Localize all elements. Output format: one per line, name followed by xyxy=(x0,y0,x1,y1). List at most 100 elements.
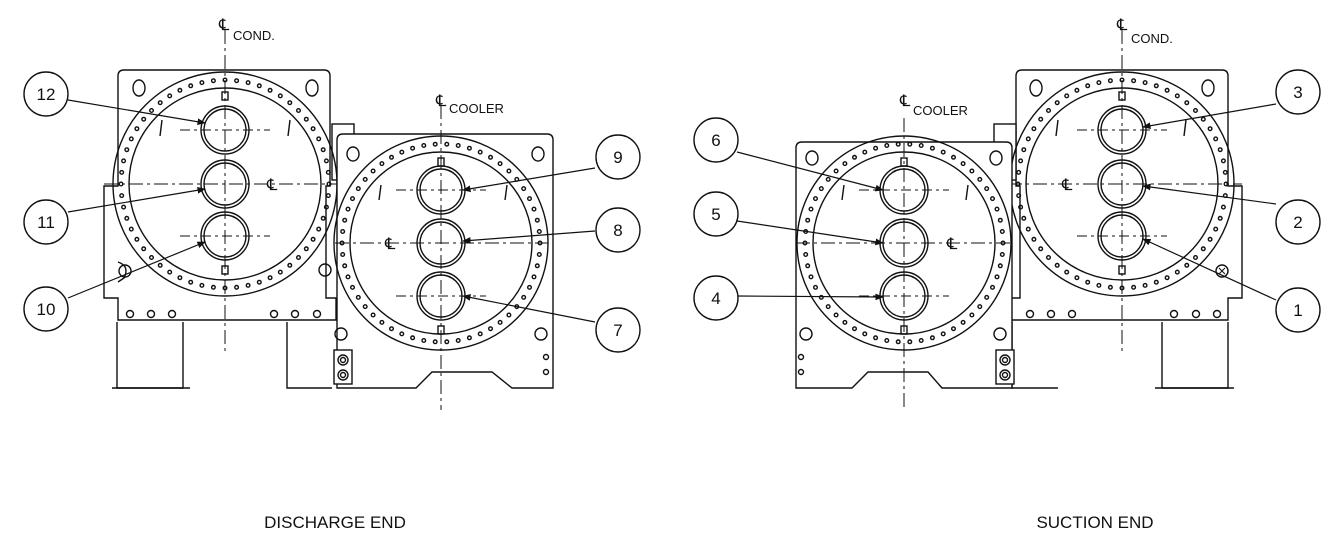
bolt-hole xyxy=(521,294,527,300)
svg-text:8: 8 xyxy=(613,221,622,240)
bolt-hole xyxy=(167,269,173,275)
bolt-hole xyxy=(1217,147,1223,153)
bolt-hole xyxy=(148,254,154,260)
centerline-symbol: ℄ xyxy=(899,93,911,110)
callout-3: 3 xyxy=(1275,69,1321,115)
bolt-hole xyxy=(1031,126,1037,132)
bolt-hole xyxy=(1018,204,1024,210)
bolt-hole xyxy=(895,141,901,147)
suction-end-caption: SUCTION END xyxy=(1036,513,1153,532)
bolt-hole xyxy=(918,142,924,148)
bolt-hole xyxy=(951,326,957,332)
bolt-hole xyxy=(1131,78,1137,84)
bolt-hole xyxy=(862,331,868,337)
bolt-hole xyxy=(444,141,450,147)
bolt-hole xyxy=(316,226,322,232)
bolt-hole xyxy=(813,196,819,202)
bolt-hole xyxy=(119,193,125,199)
bolt-hole xyxy=(984,186,990,192)
bolt-hole xyxy=(323,158,329,164)
bolt-hole xyxy=(277,93,283,99)
callout-2: 2 xyxy=(1275,199,1321,245)
svg-text:10: 10 xyxy=(37,300,56,319)
bolt-hole xyxy=(1164,87,1170,93)
condenser-tube-sheet xyxy=(993,30,1243,389)
bolt-hole xyxy=(325,169,331,175)
discharge-end-view xyxy=(103,30,554,410)
centerline-symbol: ℄ xyxy=(1116,17,1128,34)
bolt-hole xyxy=(969,312,975,318)
bolt-hole xyxy=(410,145,416,151)
bolt-hole xyxy=(1192,107,1198,113)
bolt-hole xyxy=(833,312,839,318)
bolt-hole xyxy=(320,147,326,153)
centerline-symbol: ℄ xyxy=(946,236,958,253)
bolt-hole xyxy=(803,251,809,257)
bolt-hole xyxy=(818,294,824,300)
bolt-hole xyxy=(1025,136,1031,142)
bolt-hole xyxy=(1200,116,1206,122)
bolt-hole xyxy=(323,204,329,210)
bolt-hole xyxy=(432,339,438,345)
bolt-hole xyxy=(531,206,537,212)
bolt-hole xyxy=(929,145,935,151)
bolt-hole xyxy=(997,263,1003,269)
svg-text:5: 5 xyxy=(711,205,720,224)
bolt-hole xyxy=(466,335,472,341)
bolt-hole xyxy=(825,304,831,310)
bolt-hole xyxy=(1220,204,1226,210)
bolt-hole xyxy=(1016,169,1022,175)
bolt-hole xyxy=(1021,147,1027,153)
discharge-end-caption: DISCHARGE END xyxy=(264,513,406,532)
bolt-hole xyxy=(210,78,216,84)
bolt-hole xyxy=(379,161,385,167)
cooler-label: COOLER xyxy=(449,101,504,116)
bolt-hole xyxy=(825,176,831,182)
bolt-hole xyxy=(177,275,183,281)
svg-text:9: 9 xyxy=(613,148,622,167)
bolt-hole xyxy=(325,193,331,199)
bolt-hole xyxy=(842,319,848,325)
centerline-symbol: ℄ xyxy=(266,177,278,194)
bolt-hole xyxy=(960,161,966,167)
callout-11: 11 xyxy=(23,199,69,245)
bolt-hole xyxy=(379,319,385,325)
bolt-hole xyxy=(895,339,901,345)
callout-10: 10 xyxy=(23,286,69,332)
bolt-hole xyxy=(432,141,438,147)
bolt-hole xyxy=(527,196,533,202)
cond-label: COND. xyxy=(1131,31,1173,46)
bolt-hole xyxy=(1107,284,1113,290)
bolt-hole xyxy=(940,331,946,337)
svg-text:3: 3 xyxy=(1293,83,1302,102)
bolt-hole xyxy=(345,274,351,280)
bolt-hole xyxy=(455,142,461,148)
bolt-hole xyxy=(399,149,405,155)
bolt-hole xyxy=(999,251,1005,257)
svg-text:12: 12 xyxy=(37,85,56,104)
centerline-symbol: ℄ xyxy=(435,93,447,110)
bolt-hole xyxy=(805,217,811,223)
bolt-hole xyxy=(999,228,1005,234)
svg-text:2: 2 xyxy=(1293,213,1302,232)
bolt-hole xyxy=(1031,236,1037,242)
bolt-hole xyxy=(477,149,483,155)
bolt-hole xyxy=(477,331,483,337)
bolt-hole xyxy=(1153,279,1159,285)
bolt-hole xyxy=(345,206,351,212)
bolt-hole xyxy=(1107,78,1113,84)
bolt-hole xyxy=(506,312,512,318)
bolt-hole xyxy=(1192,254,1198,260)
bolt-hole xyxy=(842,161,848,167)
bolt-hole xyxy=(534,263,540,269)
bolt-hole xyxy=(370,312,376,318)
bolt-hole xyxy=(1184,100,1190,106)
bolt-hole xyxy=(342,263,348,269)
bolt-hole xyxy=(389,154,395,160)
callout-6: 6 xyxy=(693,117,739,163)
bolt-hole xyxy=(1025,226,1031,232)
bolt-hole xyxy=(960,319,966,325)
bolt-hole xyxy=(199,80,205,86)
centerline-symbol: ℄ xyxy=(384,236,396,253)
